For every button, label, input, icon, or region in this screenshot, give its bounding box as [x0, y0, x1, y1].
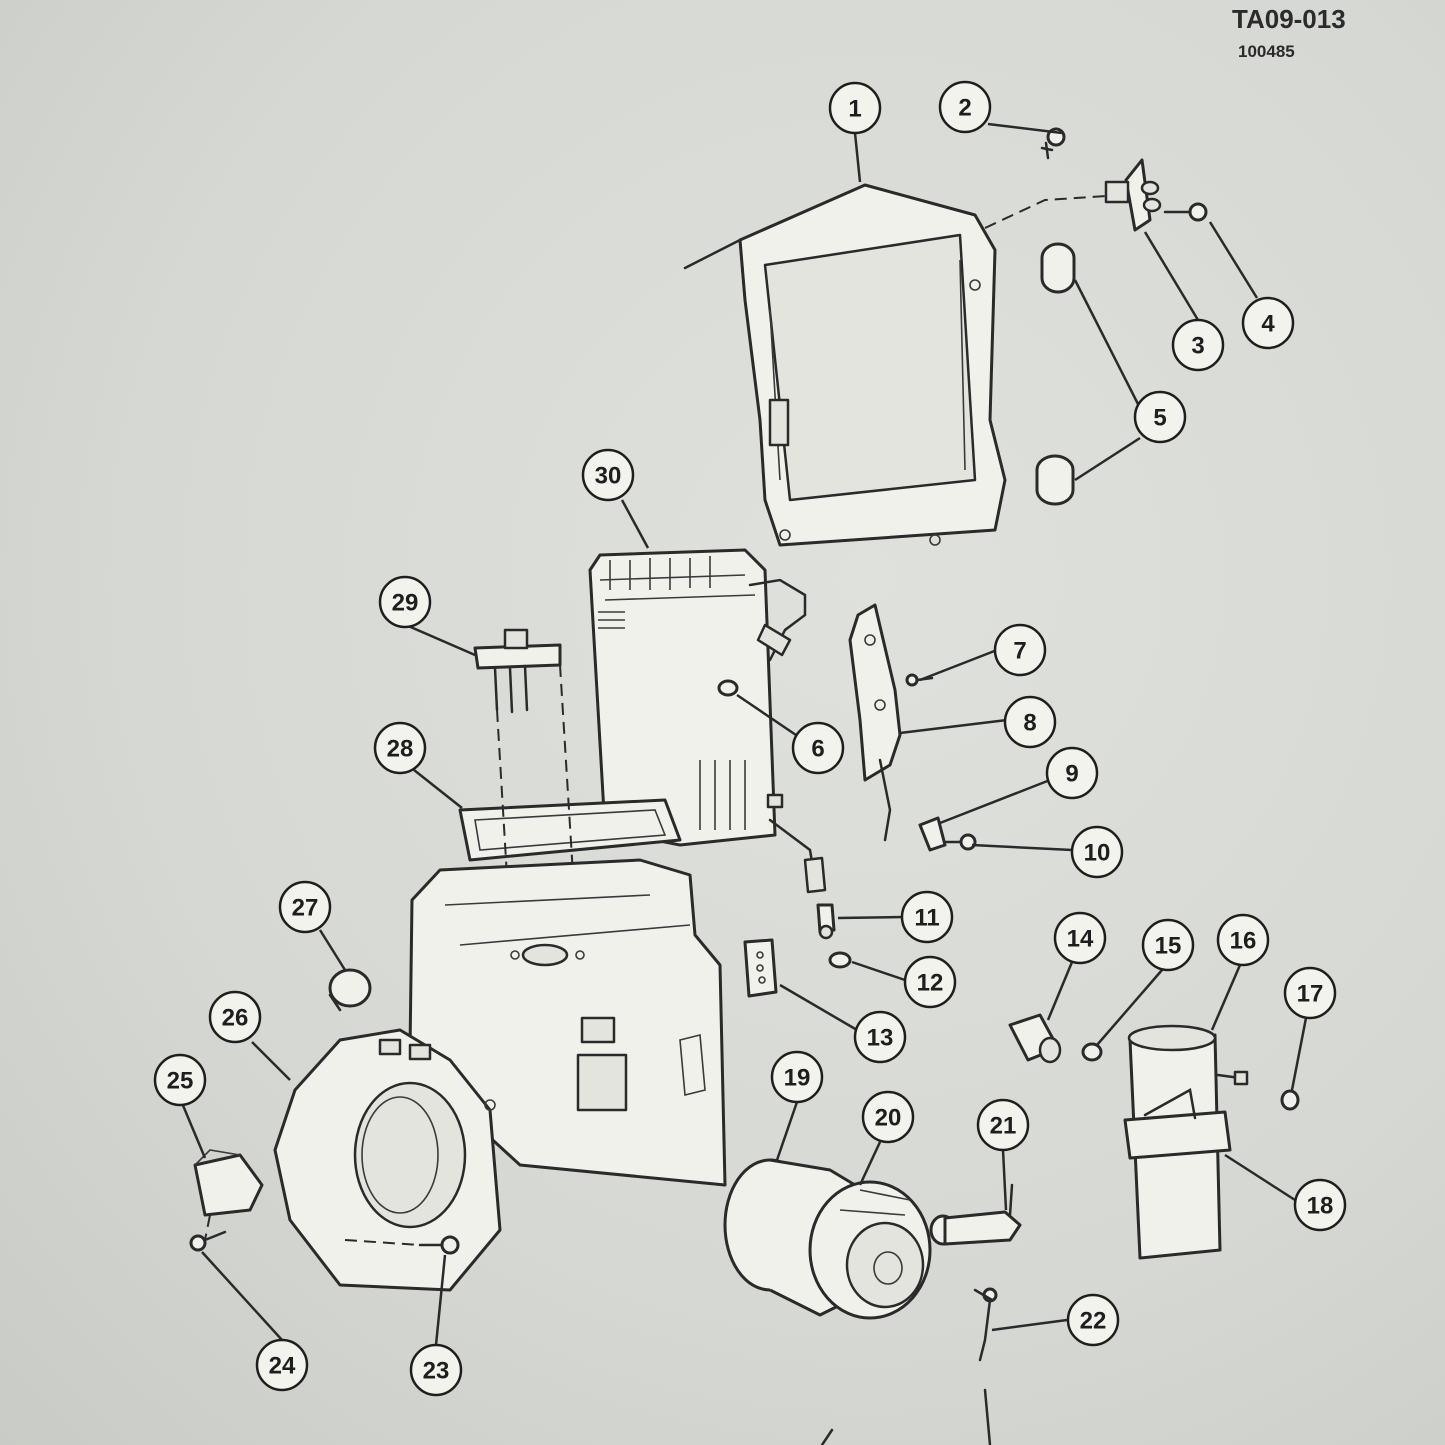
callout-23: 23: [409, 1343, 463, 1397]
svg-text:5: 5: [1153, 405, 1166, 432]
part-5-grommet-lower: [1035, 454, 1075, 506]
part-5-grommet-upper: [1040, 242, 1076, 294]
part-26-blower-case: [273, 858, 727, 1292]
svg-text:11: 11: [914, 905, 939, 932]
svg-text:3: 3: [1191, 333, 1204, 360]
svg-text:14: 14: [1067, 926, 1094, 953]
callout-4: 4: [1241, 296, 1295, 350]
callout-8: 8: [1003, 695, 1057, 749]
callout-24: 24: [255, 1338, 309, 1392]
callout-9: 9: [1045, 746, 1099, 800]
part-30-evaporator-core: [588, 548, 827, 894]
part-23-screw: [344, 1235, 460, 1255]
callout-15: 15: [1141, 918, 1195, 972]
svg-text:30: 30: [595, 463, 622, 490]
svg-text:10: 10: [1084, 840, 1111, 867]
part-12-o-ring: [828, 951, 852, 969]
svg-text:15: 15: [1155, 933, 1182, 960]
part-17-o-ring: [1280, 1089, 1300, 1111]
part-25-relay: [193, 1149, 264, 1241]
callout-13: 13: [853, 1010, 907, 1064]
part-8-bracket: [848, 603, 902, 842]
callout-22: 22: [1066, 1293, 1120, 1347]
callout-11: 11: [900, 890, 954, 944]
part-4-screw: [1163, 202, 1208, 222]
callout-10: 10: [1070, 825, 1124, 879]
callout-5: 5: [1133, 390, 1187, 444]
callout-29: 29: [378, 575, 432, 629]
part-3-resistor: [984, 158, 1162, 232]
callout-20: 20: [861, 1090, 915, 1144]
callout-1: 1: [828, 81, 882, 135]
callout-7: 7: [993, 623, 1047, 677]
part-13-seal: [743, 938, 778, 998]
svg-text:1: 1: [848, 96, 861, 123]
part-6-o-ring: [717, 679, 739, 697]
svg-text:21: 21: [990, 1113, 1017, 1140]
part-29-switch: [473, 628, 579, 961]
callout-2: 2: [938, 80, 992, 134]
callout-28: 28: [373, 721, 427, 775]
part-14-switch: [1008, 1013, 1062, 1064]
callout-25: 25: [153, 1053, 207, 1107]
figure-number: 100485: [1238, 42, 1295, 61]
svg-text:26: 26: [222, 1005, 249, 1032]
svg-text:28: 28: [387, 736, 414, 763]
part-18-bracket: [1123, 1088, 1232, 1160]
callout-12: 12: [903, 955, 957, 1009]
callout-21: 21: [976, 1098, 1030, 1152]
svg-text:12: 12: [917, 970, 944, 997]
svg-text:27: 27: [292, 895, 319, 922]
svg-text:9: 9: [1065, 761, 1078, 788]
svg-text:24: 24: [269, 1353, 296, 1380]
part-1-case-cover: [683, 183, 1007, 547]
svg-text:8: 8: [1023, 710, 1036, 737]
part-10-screw: [943, 833, 977, 851]
callout-3: 3: [1171, 318, 1225, 372]
svg-text:20: 20: [875, 1105, 902, 1132]
svg-text:6: 6: [811, 736, 824, 763]
svg-text:25: 25: [167, 1068, 194, 1095]
callout-18: 18: [1293, 1178, 1347, 1232]
callout-27: 27: [278, 880, 332, 934]
callout-16: 16: [1216, 913, 1270, 967]
part-21-hose: [929, 1183, 1022, 1246]
part-15-o-ring: [1081, 1042, 1103, 1062]
svg-text:7: 7: [1013, 638, 1026, 665]
callout-30: 30: [581, 448, 635, 502]
svg-text:19: 19: [784, 1065, 811, 1092]
callout-26: 26: [208, 990, 262, 1044]
callout-14: 14: [1053, 911, 1107, 965]
part-9-clamp: [918, 816, 947, 852]
svg-text:16: 16: [1230, 928, 1257, 955]
callout-19: 19: [770, 1050, 824, 1104]
svg-text:4: 4: [1261, 311, 1275, 338]
part-20-blower-motor: [808, 1180, 932, 1320]
part-22-wire: [820, 1287, 998, 1445]
leader-lines: [180, 122, 1308, 1346]
part-7-screw: [905, 673, 934, 687]
svg-text:29: 29: [392, 590, 419, 617]
svg-text:18: 18: [1307, 1193, 1334, 1220]
part-24-screw: [189, 1230, 227, 1252]
svg-text:13: 13: [867, 1025, 894, 1052]
figure-id: TA09-013: [1232, 4, 1346, 34]
part-11-fitting: [816, 903, 836, 940]
callout-6: 6: [791, 721, 845, 775]
part-27-grommet: [328, 968, 372, 1012]
part-28-gasket: [458, 798, 682, 862]
svg-text:23: 23: [423, 1358, 450, 1385]
callout-17: 17: [1283, 966, 1337, 1020]
svg-text:2: 2: [958, 95, 971, 122]
svg-text:17: 17: [1297, 981, 1324, 1008]
svg-text:22: 22: [1080, 1308, 1107, 1335]
